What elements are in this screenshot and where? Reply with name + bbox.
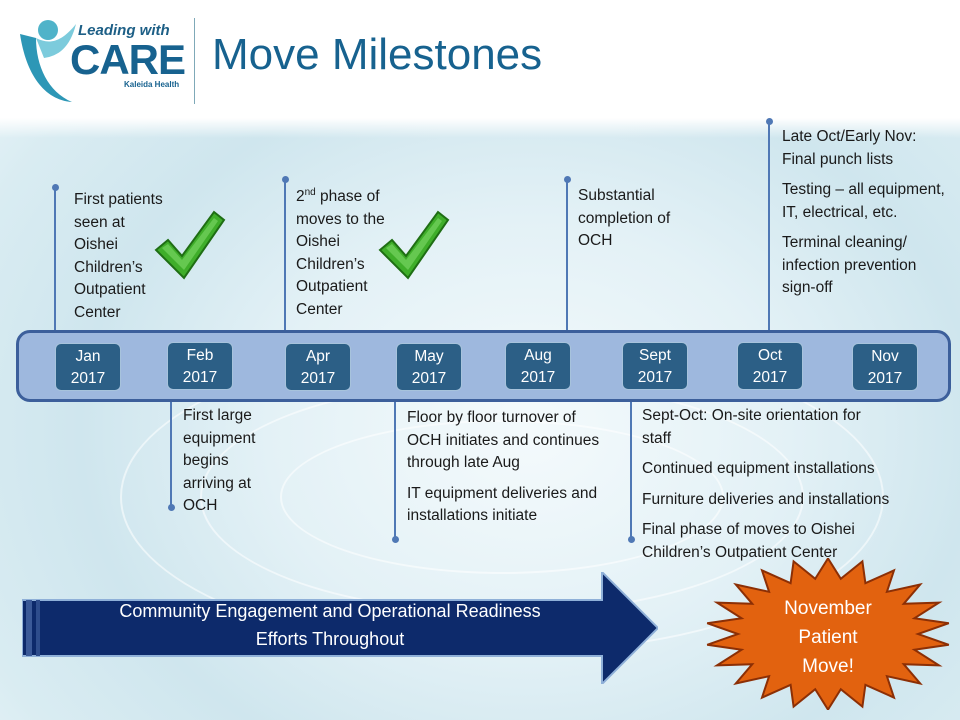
year-label: 2017 <box>637 369 673 386</box>
note-line: Children’s <box>296 255 365 273</box>
note-text: phase of <box>315 188 380 205</box>
starburst-badge <box>706 558 950 710</box>
note-line: Outpatient <box>296 278 368 295</box>
note-paragraph: Furniture deliveries and installations <box>642 490 890 508</box>
header-fade <box>0 118 960 138</box>
milestone-aug-2017: Aug 2017 <box>505 342 571 390</box>
milestone-note-oct: Late Oct/Early Nov: Final punch lists Te… <box>782 126 954 308</box>
note-line: Children’s <box>74 258 143 276</box>
callout-line: November <box>784 598 872 619</box>
milestone-sept-2017: Sept 2017 <box>622 342 688 390</box>
note-line: Oishei <box>74 236 118 253</box>
note-line: 2nd phase of <box>296 186 385 209</box>
note-line: moves to the <box>296 210 385 228</box>
banner-line: Efforts Throughout <box>255 629 405 649</box>
logo-divider <box>194 18 195 104</box>
milestone-note-aug: Substantial completion of OCH <box>578 185 670 253</box>
milestone-may-2017: May 2017 <box>396 343 462 391</box>
note-paragraph: Terminal cleaning/ infection prevention … <box>782 234 917 296</box>
year-label: 2017 <box>70 370 106 387</box>
milestone-apr-2017: Apr 2017 <box>285 343 351 391</box>
month-label: Apr <box>305 348 331 365</box>
banner-line: Community Engagement and Operational Rea… <box>119 601 541 621</box>
timeline-stem <box>284 180 286 330</box>
month-label: Feb <box>186 347 214 364</box>
note-superscript: nd <box>304 186 316 198</box>
care-figure-icon <box>20 20 76 102</box>
timeline-dot <box>392 536 399 543</box>
month-label: Aug <box>524 347 552 364</box>
month-label: Oct <box>757 347 783 364</box>
milestone-note-may: Floor by floor turnover of OCH initiates… <box>407 407 607 536</box>
timeline-dot <box>564 176 571 183</box>
timeline-stem <box>170 402 172 508</box>
year-label: 2017 <box>520 369 556 386</box>
milestone-jan-2017: Jan 2017 <box>55 343 121 391</box>
milestone-feb-2017: Feb 2017 <box>167 342 233 390</box>
timeline-dot <box>52 184 59 191</box>
milestone-nov-2017: Nov 2017 <box>852 343 918 391</box>
timeline-stem <box>54 188 56 330</box>
note-line: seen at <box>74 213 125 231</box>
header-band <box>0 0 960 118</box>
note-line: Outpatient <box>74 281 146 298</box>
milestone-note-apr: 2nd phase of moves to the Oishei Childre… <box>296 186 385 321</box>
engagement-banner-text: Community Engagement and Operational Rea… <box>50 597 610 653</box>
milestone-note-sept: Sept-Oct: On-site orientation for staff … <box>642 405 942 572</box>
timeline-stem <box>768 122 770 330</box>
note-line: OCH <box>183 497 218 514</box>
year-label: 2017 <box>411 370 447 387</box>
note-line: OCH <box>578 232 613 249</box>
note-line: First large <box>183 407 252 424</box>
note-line: Oishei <box>296 233 340 250</box>
note-line: arriving at <box>183 474 252 492</box>
note-line: Center <box>296 300 343 318</box>
note-line: Substantial <box>578 187 655 204</box>
note-line: completion of <box>578 209 671 227</box>
checkmark-icon <box>154 210 226 280</box>
year-label: 2017 <box>752 369 788 386</box>
month-label: Sept <box>639 347 671 364</box>
timeline-stem <box>566 180 568 330</box>
note-paragraph: Continued equipment installations <box>642 460 875 477</box>
patient-move-callout: November Patient Move! <box>758 594 898 681</box>
timeline-stem <box>394 402 396 540</box>
timeline-dot <box>282 176 289 183</box>
note-paragraph: Final phase of moves to Oishei Children’… <box>642 521 855 561</box>
note-number: 2 <box>296 188 305 205</box>
milestone-oct-2017: Oct 2017 <box>737 342 803 390</box>
year-label: 2017 <box>182 369 218 386</box>
callout-line: Move! <box>802 656 854 677</box>
month-label: Nov <box>871 348 899 365</box>
logo-org: Kaleida Health <box>124 80 180 89</box>
logo-name: CARE <box>70 36 186 83</box>
note-line: First patients <box>74 191 163 208</box>
milestone-note-jan: First patients seen at Oishei Children’s… <box>74 189 163 324</box>
month-label: Jan <box>75 348 101 365</box>
year-label: 2017 <box>867 370 903 387</box>
timeline-stem <box>630 402 632 538</box>
logo-tagline: Leading with <box>78 22 170 39</box>
timeline-dot <box>168 504 175 511</box>
milestone-note-feb: First large equipment begins arriving at… <box>183 405 255 518</box>
note-paragraph: Testing – all equipment, IT, electrical,… <box>782 181 945 221</box>
note-paragraph: Sept-Oct: On-site orientation for staff <box>642 407 861 447</box>
note-paragraph: IT equipment deliveries and installation… <box>407 484 598 525</box>
note-paragraph: Late Oct/Early Nov: Final punch lists <box>782 128 917 168</box>
year-label: 2017 <box>300 370 336 387</box>
checkmark-icon <box>378 210 450 280</box>
note-line: begins <box>183 452 229 469</box>
callout-line: Patient <box>798 627 858 648</box>
engagement-arrow <box>22 572 658 684</box>
page-title: Move Milestones <box>212 30 543 79</box>
logo <box>14 14 190 106</box>
timeline-bar <box>16 330 951 402</box>
month-label: May <box>414 348 444 365</box>
timeline-dot <box>766 118 773 125</box>
note-line: Center <box>74 303 121 321</box>
note-paragraph: Floor by floor turnover of OCH initiates… <box>407 409 600 471</box>
note-line: equipment <box>183 429 256 447</box>
timeline-dot <box>628 536 635 543</box>
